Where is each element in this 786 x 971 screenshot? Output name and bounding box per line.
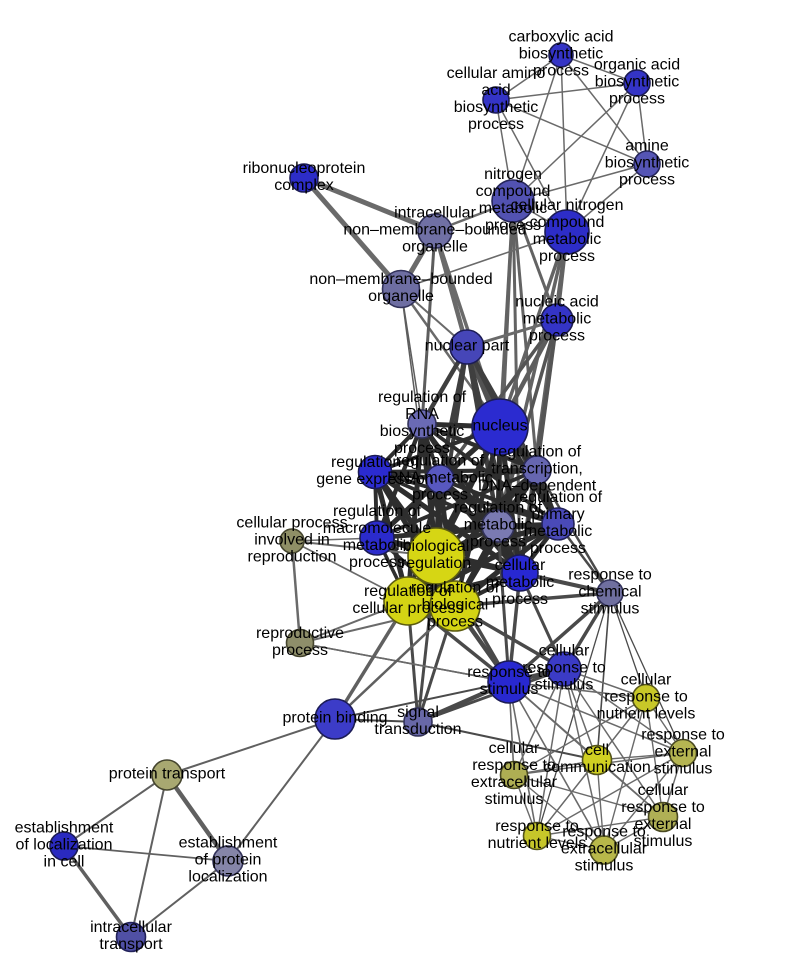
svg-text:nucleus: nucleus: [472, 418, 527, 435]
svg-text:nuclear part: nuclear part: [425, 338, 510, 355]
svg-text:protein transport: protein transport: [109, 766, 226, 783]
svg-text:protein binding: protein binding: [283, 710, 388, 727]
